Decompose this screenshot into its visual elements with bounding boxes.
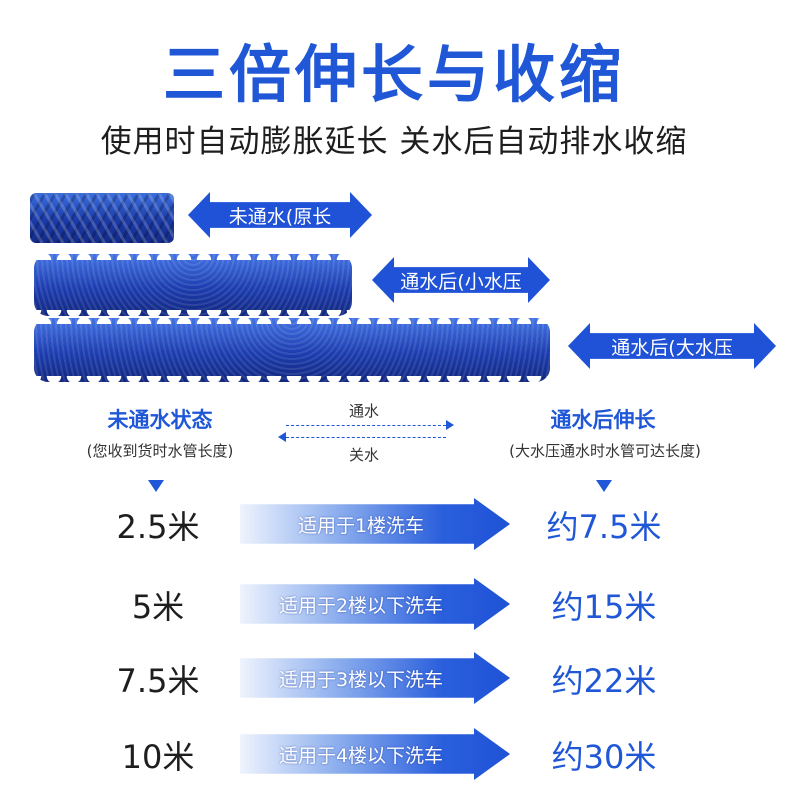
right-header-subtitle: (大水压通水时水管可达长度)	[509, 442, 701, 460]
hose-unfilled-image	[30, 193, 174, 243]
result-value: 约30米	[551, 738, 657, 776]
result-value: 约15米	[551, 588, 657, 626]
state-label: 通水后(小水压	[400, 270, 522, 293]
length-value: 10米	[121, 738, 195, 776]
length-value: 5米	[131, 588, 185, 626]
usage-label: 适用于3楼以下洗车	[278, 668, 444, 691]
usage-label: 适用于2楼以下洗车	[278, 594, 444, 617]
usage-label: 适用于4楼以下洗车	[278, 744, 444, 767]
state-arrow-low-pressure: 通水后(小水压	[372, 257, 550, 303]
state-label: 未通水(原长	[228, 205, 332, 228]
flow-on-label: 通水	[348, 402, 379, 420]
state-arrow-high-pressure: 通水后(大水压	[568, 323, 776, 369]
state-label: 通水后(大水压	[611, 336, 733, 359]
length-value: 2.5米	[116, 508, 200, 546]
length-value: 7.5米	[116, 662, 200, 700]
usage-label: 适用于1楼洗车	[297, 514, 425, 537]
arrow-right-icon	[446, 420, 454, 430]
hose-low-pressure-image	[34, 248, 352, 322]
usage-arrow: 适用于1楼洗车	[240, 498, 510, 550]
page-title: 三倍伸长与收缩	[162, 38, 625, 111]
flow-off-line	[286, 437, 446, 438]
down-arrow-icon	[148, 480, 164, 492]
state-arrow-unfilled: 未通水(原长	[188, 192, 372, 238]
usage-arrow: 适用于2楼以下洗车	[240, 578, 510, 630]
left-header-title: 未通水状态	[107, 408, 213, 432]
usage-arrow: 适用于4楼以下洗车	[240, 728, 510, 780]
usage-arrow: 适用于3楼以下洗车	[240, 652, 510, 704]
result-value: 约22米	[551, 662, 657, 700]
left-header-subtitle: (您收到货时水管长度)	[86, 442, 234, 460]
hose-high-pressure-image	[34, 312, 550, 388]
arrow-left-icon	[278, 432, 286, 442]
page-subtitle: 使用时自动膨胀延长 关水后自动排水收缩	[100, 124, 688, 160]
right-header-title: 通水后伸长	[550, 408, 656, 432]
result-value: 约7.5米	[546, 508, 662, 546]
flow-on-line	[286, 425, 446, 426]
down-arrow-icon	[596, 480, 612, 492]
flow-off-label: 关水	[348, 446, 379, 464]
